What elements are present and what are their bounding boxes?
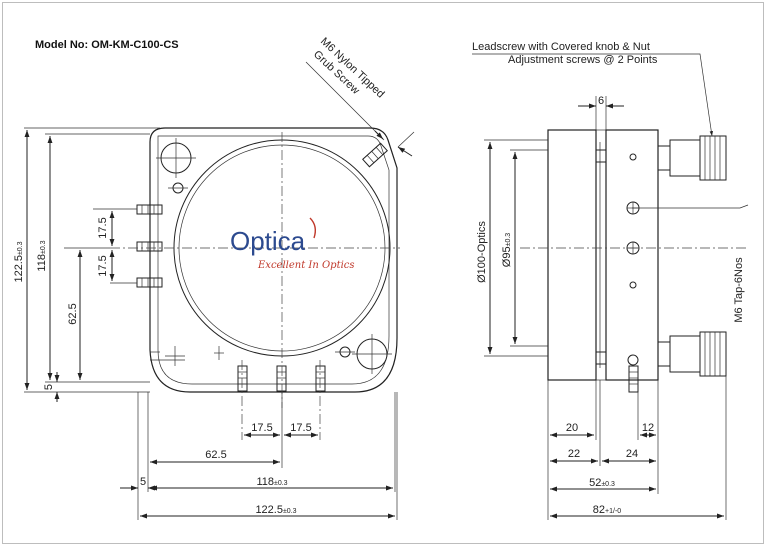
optic-ring-body [547, 129, 597, 381]
logo-brand: Optica [230, 226, 306, 256]
dim-offset-bottom: 5 [140, 476, 146, 488]
dim-height-inner-tol: ±0.3 [40, 240, 47, 254]
dim-width-overall-tol: ±0.3 [283, 508, 297, 515]
side-dimensions: 6 Ø100-Optics Ø95±0.3 20 12 22 24 52±0.3 [476, 95, 727, 520]
plate-hole-1 [629, 153, 637, 161]
dim-clear-aperture: Ø95 [501, 246, 513, 267]
dim-height-overall: 122.5 [13, 255, 25, 283]
dim-24: 24 [626, 448, 638, 460]
bottom-tap-holes [237, 365, 326, 392]
dim-52-tol: ±0.3 [601, 481, 615, 488]
dim-pitch-upper: 17.5 [97, 217, 109, 238]
dim-height-overall-tol: ±0.3 [17, 241, 24, 255]
dim-12: 12 [642, 422, 654, 434]
side-plate-body [605, 129, 659, 381]
grub-screw [362, 142, 388, 168]
dim-width-inner-tol: ±0.3 [274, 480, 288, 487]
mount-inner-step [157, 135, 390, 385]
dim-82-tol: +1/-0 [605, 508, 621, 515]
plate-hole-5 [627, 354, 639, 366]
plate-hole-4 [629, 281, 637, 289]
leadscrew-label-2: Adjustment screws @ 2 Points [508, 54, 658, 66]
tap-holes-label: M6 Tap-6Nos [733, 257, 745, 323]
dim-20: 20 [566, 422, 578, 434]
svg-text:122.5±0.3: 122.5±0.3 [255, 504, 296, 516]
pivot-block-bottom [595, 351, 607, 365]
dim-52: 52 [589, 477, 601, 489]
dim-height-side: 62.5 [67, 303, 79, 324]
optica-logo: Optica Excellent In Optics [230, 217, 355, 271]
leadscrew-knob-bottom [657, 331, 727, 377]
dim-width-overall: 122.5 [255, 504, 283, 516]
side-view [520, 129, 748, 393]
side-bottom-screw [628, 365, 639, 393]
mount-body-outline [149, 127, 398, 393]
dim-22: 22 [568, 448, 580, 460]
dim-width-center: 62.5 [205, 449, 226, 461]
svg-text:Ø95±0.3: Ø95±0.3 [501, 233, 513, 267]
svg-text:118±0.3: 118±0.3 [256, 476, 287, 488]
svg-text:118±0.3: 118±0.3 [36, 240, 48, 271]
dim-width-inner: 118 [256, 476, 274, 488]
svg-text:122.5±0.3: 122.5±0.3 [13, 241, 25, 282]
dim-offset-left: 5 [43, 384, 55, 390]
dim-optic-diameter: Ø100-Optics [476, 221, 488, 283]
model-number: Model No: OM-KM-C100-CS [35, 39, 179, 51]
dim-pitch-bottom-right: 17.5 [290, 422, 311, 434]
side-callouts: Leadscrew with Covered knob & Nut Adjust… [472, 41, 749, 323]
dim-pitch-bottom-left: 17.5 [251, 422, 272, 434]
svg-text:82+1/-0: 82+1/-0 [593, 504, 622, 516]
dim-height-inner: 118 [36, 254, 48, 272]
front-dimensions: 122.5±0.3 118±0.3 17.5 17.5 62.5 5 17.5 … [13, 127, 398, 520]
svg-text:52±0.3: 52±0.3 [589, 477, 615, 489]
logo-swoosh [309, 217, 317, 239]
logo-tagline: Excellent In Optics [257, 260, 355, 271]
dim-pitch-lower: 17.5 [97, 255, 109, 276]
leadscrew-label-1: Leadscrew with Covered knob & Nut [472, 41, 650, 53]
dim-gap-top: 6 [598, 95, 604, 107]
leadscrew-knob-top [657, 135, 727, 181]
pivot-block-top [595, 149, 607, 163]
dim-clear-aperture-tol: ±0.3 [505, 233, 512, 247]
dim-82: 82 [593, 504, 605, 516]
front-view [110, 127, 400, 440]
left-tap-holes [136, 204, 163, 288]
